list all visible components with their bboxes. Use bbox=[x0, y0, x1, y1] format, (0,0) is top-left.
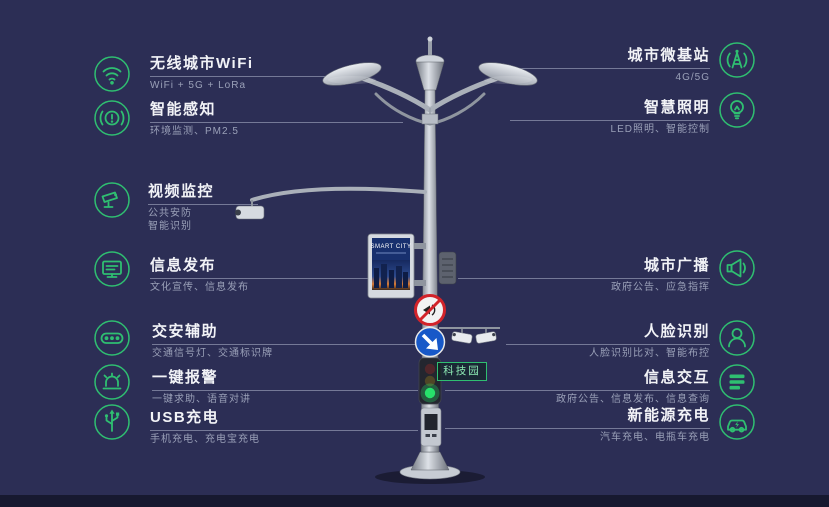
smart-pole-illustration: SMART CITY bbox=[200, 28, 620, 493]
feature-title: 无线城市WiFi bbox=[150, 55, 254, 72]
feature-subtitle: WiFi + 5G + LoRa bbox=[150, 80, 247, 91]
crown-lamp bbox=[415, 36, 445, 91]
feature-subtitle: 公共安防 bbox=[148, 208, 192, 219]
feature-title: 人脸识别 bbox=[643, 323, 710, 340]
feature-title: 智慧照明 bbox=[643, 99, 710, 116]
feature-subtitle: 政府公告、应急指挥 bbox=[611, 282, 710, 293]
leader-line bbox=[148, 204, 258, 205]
feature-ev-charging: 新能源充电 汽车充电、电瓶车充电 bbox=[600, 407, 710, 444]
feature-usb-charging: USB充电 手机充电、充电宝充电 bbox=[150, 409, 260, 446]
no-horn-sign bbox=[414, 294, 446, 326]
pole-base bbox=[410, 451, 450, 471]
traffic-light bbox=[418, 357, 442, 405]
leader-line bbox=[152, 390, 418, 391]
usb-icon bbox=[93, 403, 131, 441]
feature-smart-sensing: 智能感知 环境监测、PM2.5 bbox=[150, 101, 239, 138]
feature-title: USB充电 bbox=[150, 409, 220, 426]
face-recognition-cameras bbox=[439, 327, 500, 344]
screen-title: SMART CITY bbox=[370, 244, 411, 250]
info-list-icon bbox=[718, 363, 756, 401]
direction-arrow-sign bbox=[414, 326, 446, 358]
feature-subtitle: 交通信号灯、交通标识牌 bbox=[152, 348, 273, 359]
feature-one-key-alarm: 一键报警 一键求助、语音对讲 bbox=[152, 369, 251, 406]
feature-subtitle: 政府公告、信息发布、信息查询 bbox=[556, 394, 710, 405]
sensor-icon bbox=[93, 99, 131, 137]
feature-subtitle: 文化宣传、信息发布 bbox=[150, 282, 249, 293]
feature-subtitle: 汽车充电、电瓶车充电 bbox=[600, 432, 710, 443]
feature-face-recognition: 人脸识别 人脸识别比对、智能布控 bbox=[589, 323, 710, 360]
leader-line bbox=[150, 122, 403, 123]
feature-smart-lighting: 智慧照明 LED照明、智能控制 bbox=[611, 99, 710, 136]
person-icon bbox=[718, 319, 756, 357]
antenna-icon bbox=[718, 41, 756, 79]
feature-subtitle: 手机充电、充电宝充电 bbox=[150, 434, 260, 445]
lamp-arms bbox=[322, 62, 538, 126]
leader-line bbox=[445, 428, 710, 429]
feature-wireless-wifi: 无线城市WiFi WiFi + 5G + LoRa bbox=[150, 55, 254, 92]
feature-title: 城市广播 bbox=[643, 257, 710, 274]
bulb-icon bbox=[718, 91, 756, 129]
feature-info-release: 信息发布 文化宣传、信息发布 bbox=[150, 257, 249, 294]
cctv-camera-icon bbox=[93, 181, 131, 219]
feature-title: 智能感知 bbox=[150, 101, 217, 118]
leader-line bbox=[150, 76, 345, 77]
leader-line bbox=[506, 344, 710, 345]
wifi-icon bbox=[93, 55, 131, 93]
feature-subtitle: 人脸识别比对、智能布控 bbox=[589, 348, 710, 359]
feature-title: 信息发布 bbox=[150, 257, 217, 274]
leader-line bbox=[517, 68, 710, 69]
alarm-icon bbox=[93, 363, 131, 401]
feature-subtitle: 一键求助、语音对讲 bbox=[152, 394, 251, 405]
feature-info-interaction: 信息交互 政府公告、信息发布、信息查询 bbox=[556, 369, 710, 406]
info-display-screen: SMART CITY bbox=[367, 233, 426, 299]
bottom-bar bbox=[0, 495, 829, 507]
feature-title: 新能源充电 bbox=[627, 407, 710, 424]
leader-line bbox=[150, 430, 418, 431]
leader-line bbox=[152, 344, 415, 345]
leader-line bbox=[445, 390, 710, 391]
feature-title: 城市微基站 bbox=[627, 47, 710, 64]
environment-sensor bbox=[421, 108, 439, 125]
usb-charging-box bbox=[420, 407, 442, 447]
broadcast-speaker bbox=[438, 251, 457, 285]
feature-title: 一键报警 bbox=[152, 369, 219, 386]
leader-line bbox=[150, 278, 372, 279]
feature-traffic-assist: 交安辅助 交通信号灯、交通标识牌 bbox=[152, 323, 273, 360]
feature-city-broadcast: 城市广播 政府公告、应急指挥 bbox=[611, 257, 710, 294]
megaphone-icon bbox=[718, 249, 756, 287]
feature-subtitle: LED照明、智能控制 bbox=[610, 124, 710, 135]
leader-line bbox=[458, 278, 710, 279]
display-screen-icon bbox=[93, 250, 131, 288]
leader-line bbox=[510, 120, 710, 121]
feature-title: 视频监控 bbox=[148, 183, 215, 200]
traffic-light-icon bbox=[93, 319, 131, 357]
ev-car-icon bbox=[718, 403, 756, 441]
feature-micro-base-station: 城市微基站 4G/5G bbox=[627, 47, 710, 84]
feature-video-surveillance: 视频监控 公共安防 智能识别 bbox=[148, 183, 214, 233]
feature-subtitle: 4G/5G bbox=[675, 72, 710, 83]
feature-title: 信息交互 bbox=[643, 369, 710, 386]
feature-subtitle-2: 智能识别 bbox=[148, 221, 192, 232]
feature-subtitle: 环境监测、PM2.5 bbox=[150, 126, 239, 137]
cctv-camera bbox=[235, 186, 427, 220]
science-park-tag: 科技园 bbox=[437, 362, 487, 381]
feature-title: 交安辅助 bbox=[152, 323, 219, 340]
